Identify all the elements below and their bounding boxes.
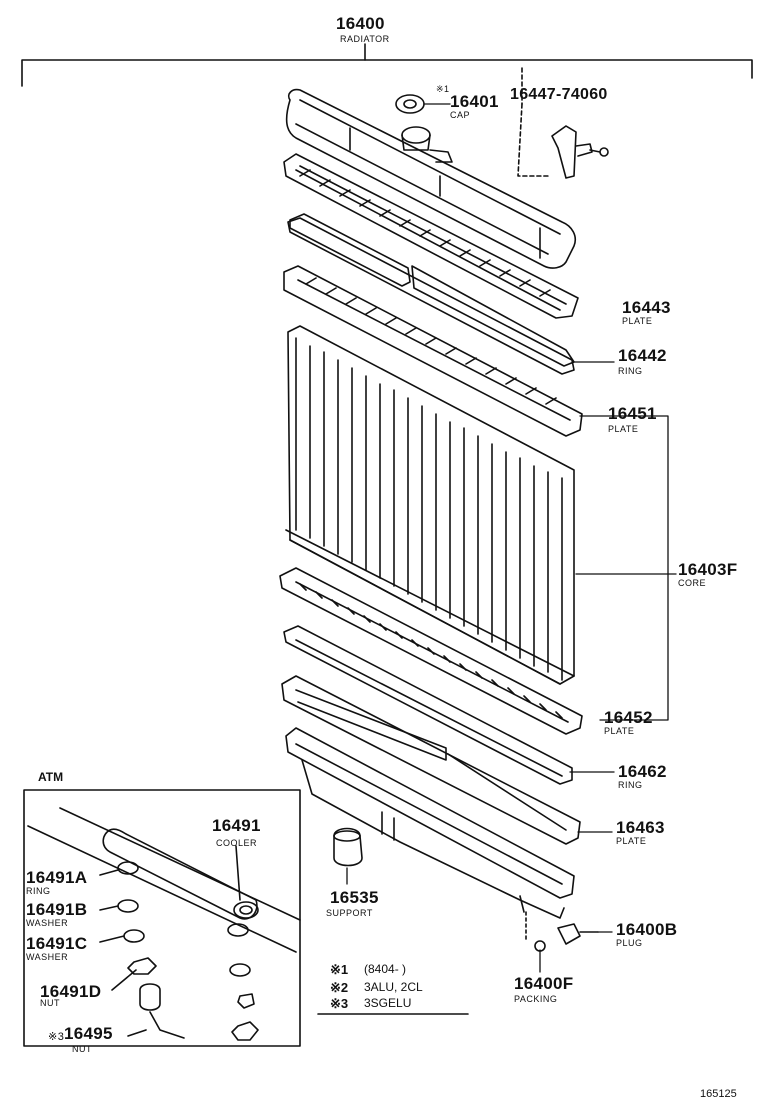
atm-section-title: ATM: [38, 770, 64, 784]
part-name: PLATE: [616, 836, 647, 846]
part-number: 16491D: [40, 982, 102, 1001]
part-name: RING: [618, 366, 643, 376]
part-name: RING: [26, 886, 51, 896]
part-name: PLATE: [608, 424, 639, 434]
note-mark: ※1: [330, 962, 349, 977]
part-name: NUT: [72, 1044, 92, 1054]
drain-plug-part: [525, 911, 599, 952]
part-number: 16491: [212, 816, 261, 835]
lower-ring-16462: [283, 625, 573, 785]
part-name: SUPPORT: [326, 908, 373, 918]
radiator-core-16403F: [285, 325, 575, 685]
part-name: CAP: [450, 110, 471, 120]
plate-16451: [283, 265, 583, 437]
atm-detail-box: [23, 789, 301, 1047]
part-number: 16400B: [616, 920, 678, 939]
assembly-number: 16400: [336, 14, 385, 33]
part-number: 16491A: [26, 868, 88, 887]
note-mark: ※2: [330, 980, 349, 995]
part-number: 16401: [450, 92, 499, 111]
part-number: 16535: [330, 888, 379, 907]
part-name: CORE: [678, 578, 707, 588]
upper-tank: [285, 88, 577, 269]
part-name: WASHER: [26, 918, 69, 928]
note-text: (8404- ): [364, 962, 407, 976]
part-name: COOLER: [216, 838, 258, 848]
part-number: 16463: [616, 818, 665, 837]
note-text: 3ALU, 2CL: [364, 980, 423, 994]
part-name: PLATE: [604, 726, 635, 736]
part-number: 16447-74060: [510, 86, 608, 103]
note-text: 3SGELU: [364, 996, 412, 1010]
note-mark: ※3: [330, 996, 349, 1011]
part-number: 16495: [64, 1024, 113, 1043]
part-number: 16462: [618, 762, 667, 781]
part-name: PLATE: [622, 316, 653, 326]
part-number: 16442: [618, 346, 667, 365]
part-number: 16491B: [26, 900, 88, 919]
upper-ring-16442: [287, 217, 575, 375]
part-name: PACKING: [514, 994, 558, 1004]
assembly-name: RADIATOR: [340, 34, 390, 44]
part-number: 16451: [608, 404, 657, 423]
part-number: 16443: [622, 298, 671, 317]
support-part: [333, 827, 363, 867]
leader-lines: [346, 103, 677, 973]
lower-plate-16463: [281, 675, 581, 845]
upper-plate-16443: [283, 153, 579, 367]
part-number: 16491C: [26, 934, 88, 953]
part-name: PLUG: [616, 938, 643, 948]
part-number: 16403F: [678, 560, 738, 579]
part-number: 16400F: [514, 974, 574, 993]
figure-number: 165125: [700, 1088, 737, 1100]
part-mark: ※1: [436, 84, 450, 94]
lower-plate-16452: [279, 567, 583, 735]
part-mark: ※3: [48, 1031, 65, 1043]
part-name: RING: [618, 780, 643, 790]
part-name: NUT: [40, 998, 60, 1008]
part-number: 16452: [604, 708, 653, 727]
cap-part: [395, 94, 425, 114]
assembly-bracket: [21, 43, 753, 87]
part-name: WASHER: [26, 952, 69, 962]
bracket-part: [517, 67, 609, 179]
lower-tank: [285, 727, 575, 919]
